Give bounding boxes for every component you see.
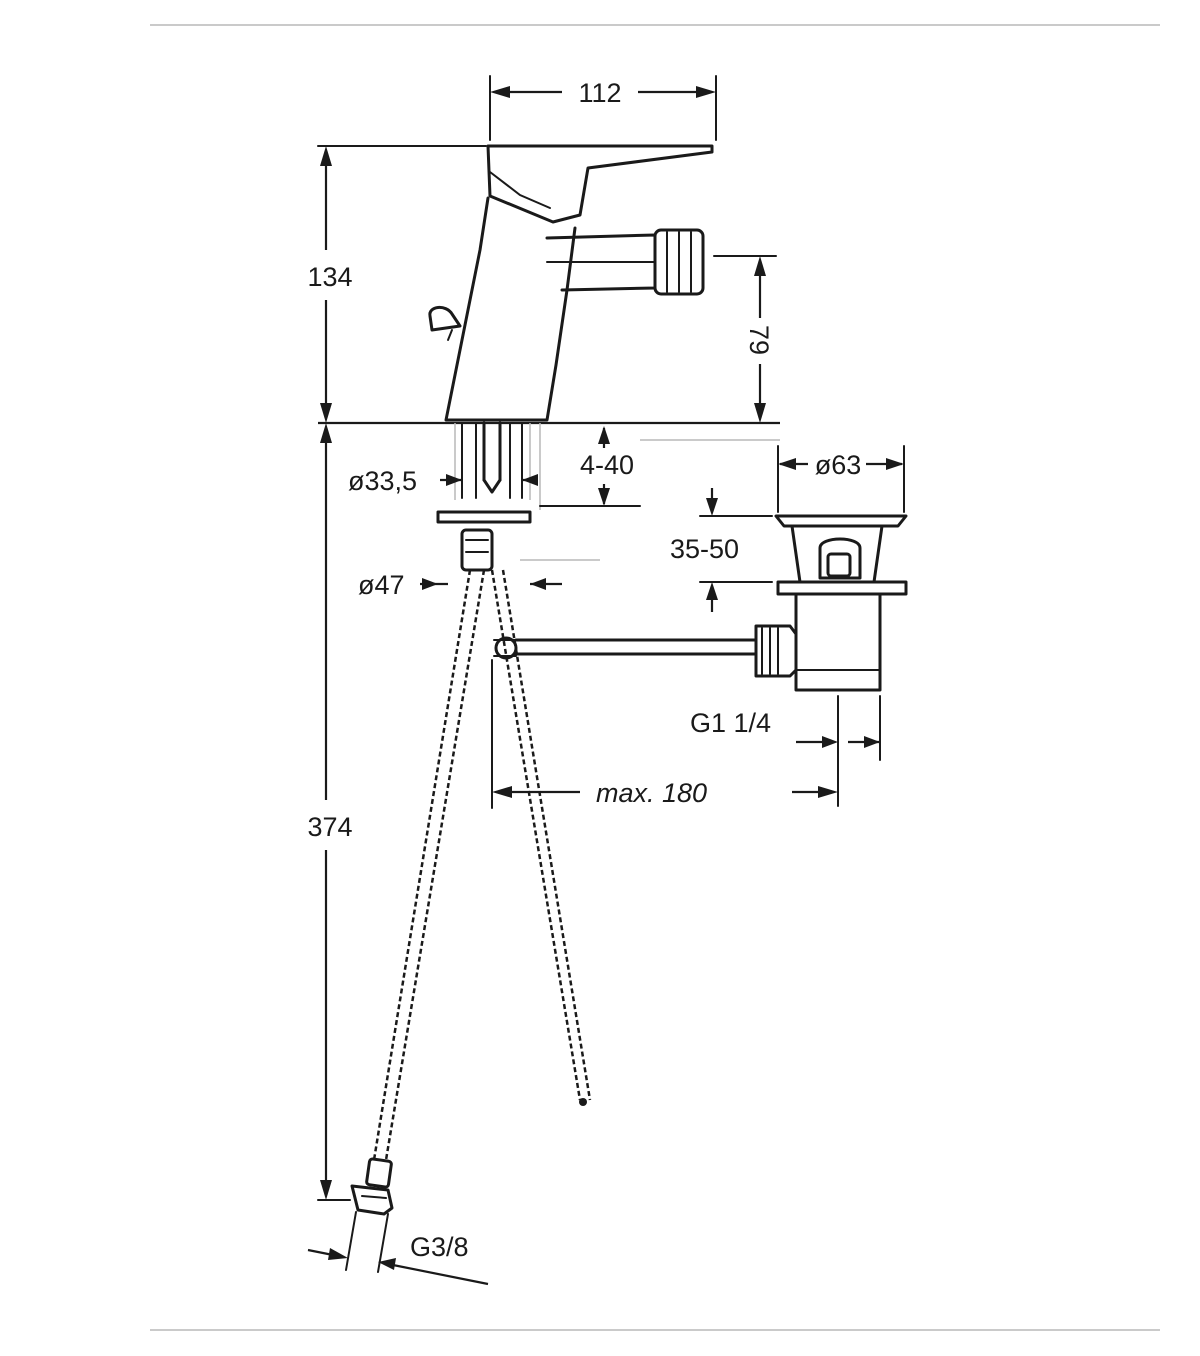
dim-deck-thickness: 4-40 (539, 426, 641, 507)
label-hose-length: 374 (307, 812, 352, 842)
pop-up-rod (490, 569, 592, 1106)
dim-outlet-height: 79 (713, 255, 777, 423)
dim-plate-diameter: ø47 (358, 570, 562, 600)
dim-max-reach: max. 180 (491, 659, 838, 809)
mounting-shank (436, 421, 541, 660)
pop-up-linkage (514, 638, 758, 656)
scan-artifacts (150, 24, 1160, 1331)
dim-shank-diameter: ø33,5 (348, 466, 538, 496)
mixer-tap-body (428, 144, 714, 422)
dim-tap-height: 134 (307, 145, 487, 423)
dim-connection-thread: G3/8 (307, 1211, 489, 1286)
label-waste-thread: G1 1/4 (690, 708, 771, 738)
label-connection-thread: G3/8 (410, 1232, 469, 1262)
supply-hose (372, 569, 486, 1161)
hose-connector (350, 1157, 394, 1216)
label-waste-range: 35-50 (670, 534, 739, 564)
dim-waste-thread: G1 1/4 (690, 695, 881, 807)
label-outlet-height: 79 (744, 325, 774, 355)
label-deck-thickness: 4-40 (580, 450, 634, 480)
label-shank-diameter: ø33,5 (348, 466, 417, 496)
label-max-reach: max. 180 (596, 778, 707, 808)
dim-overall-width: 112 (489, 75, 717, 141)
waste-valve (754, 514, 908, 692)
dim-hose-length: 374 (307, 423, 353, 1201)
dim-waste-diameter: ø63 (777, 445, 905, 513)
label-tap-height: 134 (307, 262, 352, 292)
dim-waste-range: 35-50 (670, 488, 773, 612)
label-waste-diameter: ø63 (815, 450, 862, 480)
label-overall-width: 112 (578, 78, 621, 108)
label-plate-diameter: ø47 (358, 570, 405, 600)
